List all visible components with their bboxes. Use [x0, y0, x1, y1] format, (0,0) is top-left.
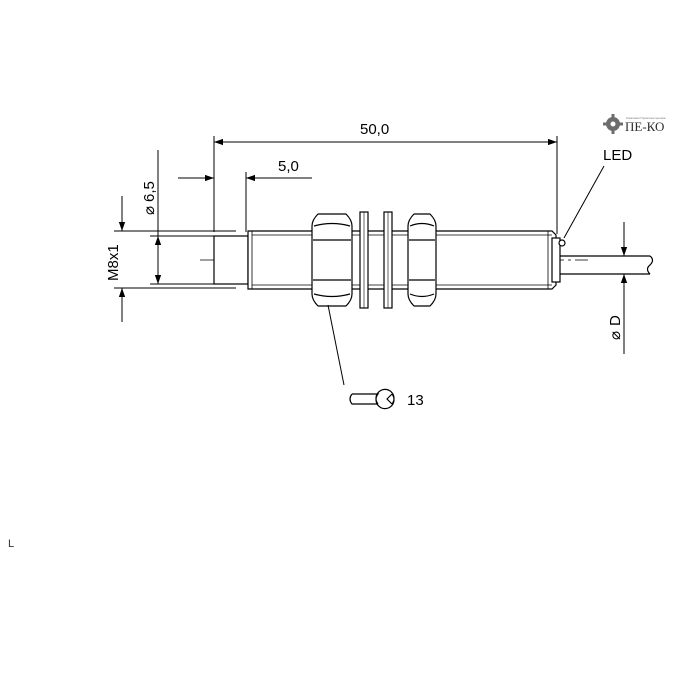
logo-text: ПЕ-КО — [625, 119, 664, 134]
diameter-symbol-face: ⌀ — [141, 206, 158, 215]
dim-length-sensing: 5,0 — [278, 158, 299, 175]
cable — [560, 255, 654, 275]
dim-thread: M8x1 — [105, 244, 122, 281]
washer-left — [359, 211, 369, 309]
wrench-icon — [349, 388, 395, 410]
dim-diameter-cable-group: ⌀ D — [607, 315, 624, 340]
wrench-size-label: 13 — [407, 392, 424, 409]
led-indicator — [558, 239, 566, 247]
dim-diameter-cable: D — [607, 315, 624, 326]
washer-right — [383, 211, 393, 309]
dimension-lines — [118, 138, 628, 354]
led-leader — [563, 165, 605, 239]
leader-lines — [327, 165, 605, 386]
nut-right — [407, 213, 437, 307]
wrench-leader — [327, 304, 345, 386]
rear-cap — [551, 237, 561, 283]
dim-length-total: 50,0 — [360, 121, 389, 138]
stray-mark: L — [8, 538, 15, 550]
dim-diameter-face-group: ⌀ 6,5 — [141, 181, 158, 215]
led-label: LED — [603, 147, 632, 164]
logo-tagline: Компания Промэлектроника — [626, 116, 666, 120]
sensing-face — [213, 235, 249, 285]
company-logo: ПЕ-КО Компания Промэлектроника — [603, 114, 666, 134]
threaded-barrel — [247, 230, 557, 290]
diameter-symbol-cable: ⌀ — [607, 331, 624, 340]
nut-left — [311, 213, 353, 307]
gear-icon — [603, 114, 623, 134]
dim-diameter-face: 6,5 — [141, 181, 158, 202]
